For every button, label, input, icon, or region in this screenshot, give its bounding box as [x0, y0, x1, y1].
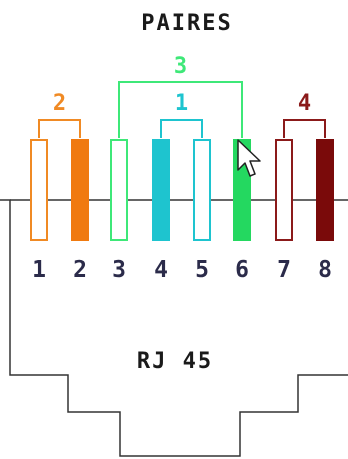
pin-2-contact — [71, 139, 89, 241]
pair-2-label: 2 — [53, 91, 66, 116]
pin-8-number: 8 — [318, 257, 332, 283]
pair-3-label: 3 — [174, 54, 187, 79]
pin-8-contact — [316, 139, 334, 241]
pin-4-contact — [152, 139, 170, 241]
pair-4-label: 4 — [298, 91, 311, 116]
pair-1-bracket: 1 — [160, 91, 203, 138]
pin-contacts — [30, 139, 334, 241]
pin-7-number: 7 — [277, 257, 291, 283]
pin-1-contact — [30, 139, 48, 241]
pin-6-number: 6 — [235, 257, 249, 283]
mouse-cursor-icon — [237, 139, 261, 177]
pair-brackets: 1 2 3 4 — [38, 54, 326, 138]
pin-5-number: 5 — [195, 257, 209, 283]
pin-3-number: 3 — [112, 257, 126, 283]
connector-outline — [0, 199, 348, 457]
pin-2-number: 2 — [73, 257, 87, 283]
pair-2-bracket: 2 — [38, 91, 81, 138]
pin-7-contact — [275, 139, 293, 241]
pair-4-bracket: 4 — [283, 91, 326, 138]
pair-3-bracket: 3 — [118, 54, 243, 138]
connector-label: RJ 45 — [137, 349, 213, 374]
pin-5-contact — [193, 139, 211, 241]
pin-1-number: 1 — [32, 257, 46, 283]
pin-4-number: 4 — [154, 257, 168, 283]
diagram-title: PAIRES — [141, 11, 232, 36]
pin-3-contact — [110, 139, 128, 241]
pair-1-label: 1 — [175, 91, 188, 116]
